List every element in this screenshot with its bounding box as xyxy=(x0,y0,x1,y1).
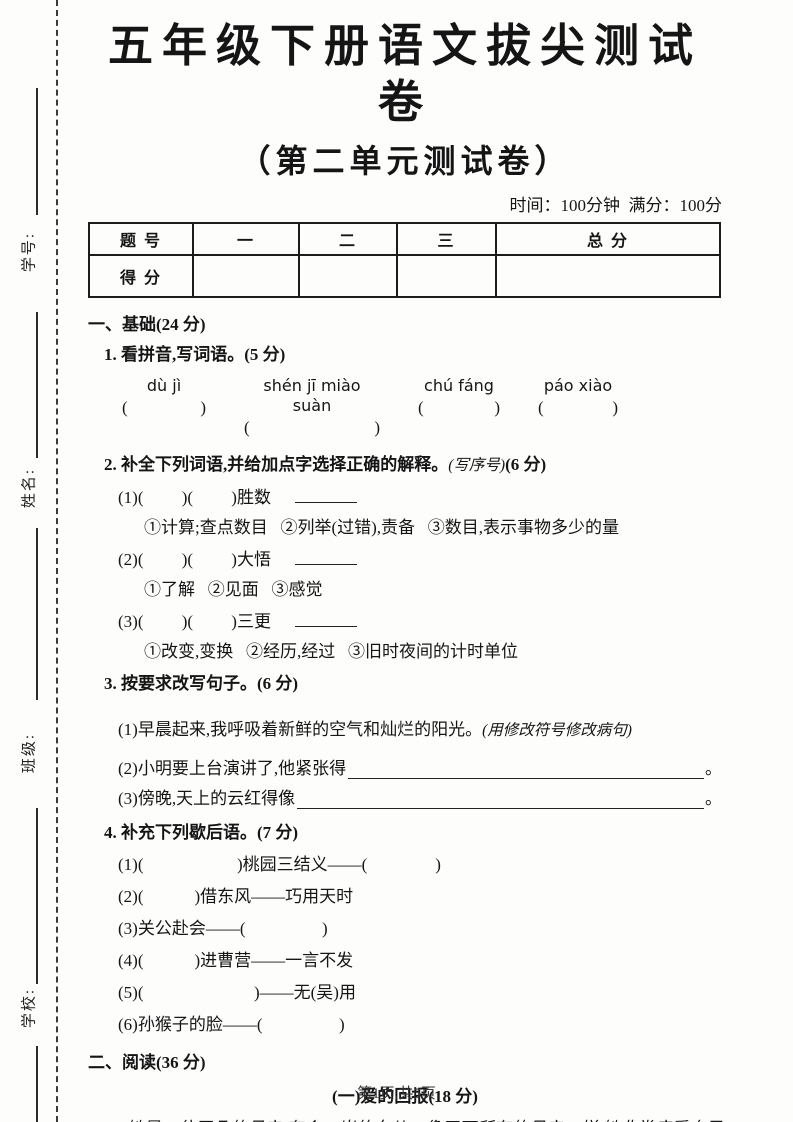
pinyin-text: shén jī miào suàn xyxy=(263,376,361,416)
q2-item: (3)( )( )三更 xyxy=(118,609,722,635)
main-content: 五年级下册语文拔尖测试卷 （第二单元测试卷） 时间：100分钟 满分：100分 … xyxy=(88,18,722,1122)
paren-open: ( xyxy=(122,398,128,418)
q2-dotted-char: 更 xyxy=(254,612,271,631)
score-row-label: 得 分 xyxy=(88,254,194,299)
q4-item: (6)孙猴子的脸——( ) xyxy=(118,1015,345,1035)
score-table-header-cell: 三 xyxy=(396,222,497,257)
q2-label-note: (写序号) xyxy=(448,457,506,475)
pinyin-item: chú fáng () xyxy=(418,376,500,440)
paren-open: ( xyxy=(538,398,544,418)
q3-item-text: (1)早晨起来,我呼吸着新鲜的空气和灿烂的阳光。 xyxy=(118,720,483,740)
q2-options: ①计算;查点数目 ②列举(过错),责备 ③数目,表示事物多少的量 xyxy=(144,518,620,538)
q4-item: (4)( )进曹营——一言不发 xyxy=(118,951,354,971)
q2-item-head: (3)( )( )三 xyxy=(118,612,254,632)
score-table-header-cell: 题 号 xyxy=(88,222,194,257)
q3-item: (3)傍晚,天上的云红得像 。 xyxy=(118,786,722,812)
q3-item-note: (用修改符号修改病句) xyxy=(482,722,632,740)
q2-label: 2. 补全下列词语,并给加点字选择正确的解释。(写序号)(6 分) xyxy=(104,452,722,479)
q2-item-head: (2)( )( )大 xyxy=(118,550,254,570)
sentence-period: 。 xyxy=(705,759,722,779)
student-name-label: 姓名: xyxy=(21,467,38,509)
passage-text: 她是一位平凡的母亲,有个 4 岁的女儿。像天下所有的母亲一样,她非常疼爱自己的孩… xyxy=(88,1112,722,1122)
q2-options: ①了解 ②见面 ③感觉 xyxy=(144,580,323,600)
page-subtitle: （第二单元测试卷） xyxy=(238,142,572,179)
answer-blank xyxy=(348,761,704,780)
section-2-heading: 二、阅读(36 分) xyxy=(88,1053,206,1073)
pinyin-text: páo xiào xyxy=(543,376,613,396)
score-table-header-cell: 总 分 xyxy=(495,222,721,257)
section-1-heading: 一、基础(24 分) xyxy=(88,315,206,335)
answer-blank xyxy=(297,791,704,810)
answer-blank xyxy=(294,612,357,628)
q1-label: 1. 看拼音,写词语。(5 分) xyxy=(104,345,286,365)
q3-item-text: (3)傍晚,天上的云红得像 xyxy=(118,789,296,809)
school-label: 学校: xyxy=(21,987,38,1029)
q2-label-main: 2. 补全下列词语,并给加点字选择正确的解释。 xyxy=(104,455,449,475)
page-footer: 第1页,共5页 xyxy=(357,1086,436,1102)
paren-open: ( xyxy=(244,418,250,438)
paren-close: ) xyxy=(612,398,618,418)
page-title: 五年级下册语文拔尖测试卷 xyxy=(107,21,702,128)
student-id-label: 学号: xyxy=(21,231,38,273)
q2-item: (2)( )( )大悟 xyxy=(118,547,722,573)
q3-item: (2)小明要上台演讲了,他紧张得 。 xyxy=(118,756,722,782)
q2-item: (1)( )( )胜数 xyxy=(118,485,722,511)
q2-item-head: (1)( )( )胜 xyxy=(118,488,254,508)
sentence-period: 。 xyxy=(705,789,722,809)
score-cell-empty xyxy=(298,254,398,299)
q2-label-score: (6 分) xyxy=(505,455,547,475)
q2-dotted-char: 数 xyxy=(254,488,271,507)
q4-item: (5)( )——无(吴)用 xyxy=(118,983,356,1003)
q4-item: (3)关公赴会——( ) xyxy=(118,919,328,939)
score-cell-empty xyxy=(192,254,300,299)
answer-blank xyxy=(294,488,357,504)
q3-item-text: (2)小明要上台演讲了,他紧张得 xyxy=(118,759,347,779)
margin-write-line xyxy=(36,88,38,215)
q1-pinyin-row: dù jì () shén jī miào suàn () chú fáng (… xyxy=(122,376,722,440)
dashed-cut-line xyxy=(56,0,58,1122)
pinyin-text: dù jì xyxy=(146,376,182,396)
class-label: 班级: xyxy=(21,732,38,774)
pinyin-text: chú fáng xyxy=(424,376,494,396)
score-cell-empty xyxy=(396,254,497,299)
pinyin-item: dù jì () xyxy=(122,376,206,440)
paren-close: ) xyxy=(374,418,380,438)
margin-write-line xyxy=(36,1046,38,1122)
q3-label: 3. 按要求改写句子。(6 分) xyxy=(104,674,299,694)
answer-blank xyxy=(294,550,357,566)
q4-item: (1)( )桃园三结义——( ) xyxy=(118,855,441,875)
exam-meta: 时间：100分钟 满分：100分 xyxy=(509,196,723,216)
q2-options: ①改变,变换 ②经历,经过 ③旧时夜间的计时单位 xyxy=(144,642,518,662)
paren-close: ) xyxy=(200,398,206,418)
q3-item: (1)早晨起来,我呼吸着新鲜的空气和灿烂的阳光。(用修改符号修改病句) xyxy=(118,717,722,744)
margin-write-line xyxy=(36,528,38,700)
pinyin-item: shén jī miào suàn () xyxy=(244,376,380,440)
paren-close: ) xyxy=(494,398,500,418)
q2-dotted-char: 悟 xyxy=(254,550,271,569)
paren-open: ( xyxy=(418,398,424,418)
margin-write-line xyxy=(36,808,38,984)
score-cell-empty xyxy=(495,254,721,299)
margin-write-line xyxy=(36,312,38,458)
score-table: 题 号 一 二 三 总 分 得 分 xyxy=(88,222,721,299)
q4-item: (2)( )借东风——巧用天时 xyxy=(118,887,354,907)
pinyin-item: páo xiào () xyxy=(538,376,618,440)
passage-title: (一)爱的回报(18 分) xyxy=(332,1087,478,1107)
score-table-header-cell: 一 xyxy=(192,222,300,257)
score-table-header-cell: 二 xyxy=(298,222,398,257)
q4-label: 4. 补充下列歇后语。(7 分) xyxy=(104,823,299,843)
